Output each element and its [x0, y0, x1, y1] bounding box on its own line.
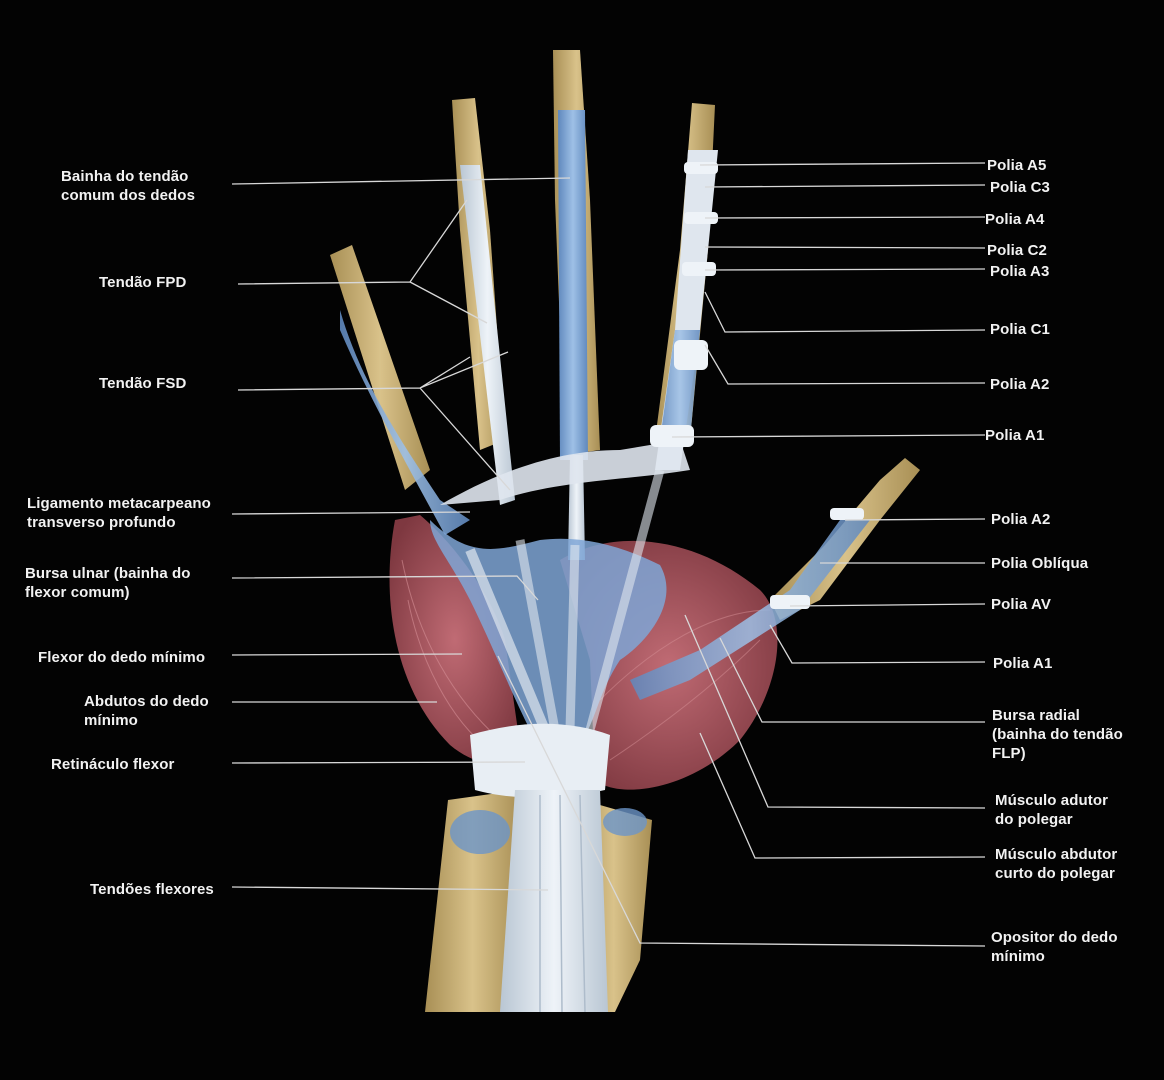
label-polia-a5: Polia A5 [987, 157, 1047, 174]
ulnar-bursa [430, 468, 667, 735]
label-polia-a1-thumb: Polia A1 [993, 655, 1053, 672]
label-ligamento-metacarpeano: Ligamento metacarpeano transverso profun… [27, 495, 211, 531]
label-polia-av: Polia AV [991, 596, 1051, 613]
label-oponente-dedo-minimo: Opositor do dedo mínimo [991, 929, 1118, 965]
leader-lines [231, 162, 986, 947]
label-abdutor-dedo-minimo: Abdutos do dedo mínimo [84, 693, 209, 729]
pulley-bands [650, 162, 864, 609]
label-musculo-adutor: Músculo adutor do polegar [995, 792, 1109, 828]
label-tendoes-flexores: Tendões flexores [90, 881, 214, 898]
label-bursa-ulnar: Bursa ulnar (bainha do flexor comum) [25, 565, 191, 601]
label-bursa-radial: Bursa radial (bainha do tendão FLP) [992, 707, 1123, 762]
label-polia-c2: Polia C2 [987, 242, 1047, 259]
transverse-ligament [440, 440, 690, 505]
label-tendao-fpd: Tendão FPD [99, 274, 187, 291]
label-polia-c1: Polia C1 [990, 321, 1050, 338]
label-flexor-dedo-minimo: Flexor do dedo mínimo [38, 649, 206, 666]
label-polia-a3: Polia A3 [990, 263, 1050, 280]
label-polia-c3: Polia C3 [990, 179, 1050, 196]
label-musculo-abdutor-curto: Músculo abdutor curto do polegar [995, 846, 1118, 882]
label-retinaculo-flexor: Retináculo flexor [51, 756, 175, 773]
label-polia-a4: Polia A4 [985, 211, 1045, 228]
label-polia-a2-finger: Polia A2 [990, 376, 1050, 393]
label-polia-a1-finger: Polia A1 [985, 427, 1045, 444]
flexor-retinaculum-shape [470, 723, 610, 798]
label-polia-a2-thumb: Polia A2 [991, 511, 1051, 528]
label-tendao-fsd: Tendão FSD [99, 375, 187, 392]
label-bainha-tendao-comum: Bainha do tendão comum dos dedos [61, 168, 196, 204]
label-polia-obliqua: Polia Oblíqua [991, 555, 1089, 572]
forearm-flexor-tendons [500, 790, 608, 1013]
